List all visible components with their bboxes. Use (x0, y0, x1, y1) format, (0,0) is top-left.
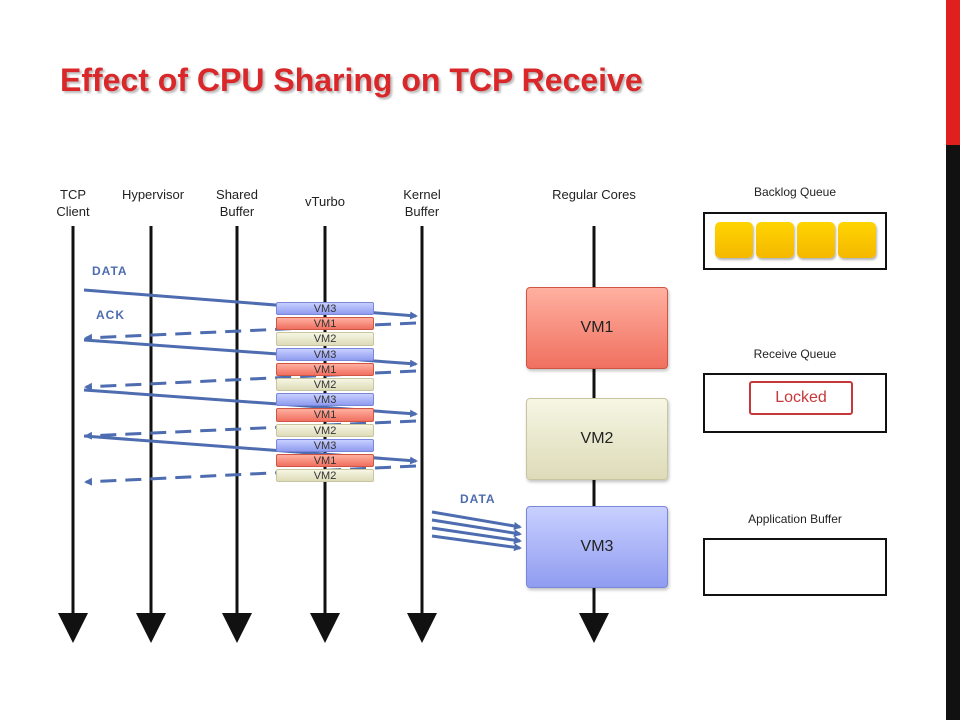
slide-title: Effect of CPU Sharing on TCP Receive (60, 62, 643, 98)
backlog-slot (838, 222, 876, 258)
data-label-burst: DATA (460, 492, 496, 506)
burst-arrow-3 (431, 526, 522, 545)
receive-queue: Locked (703, 373, 887, 433)
stack-item-vm2: VM2 (276, 377, 374, 392)
stack-item-vm2: VM2 (276, 332, 374, 346)
core-vm1-box: VM1 (526, 287, 668, 369)
ack-arrow-4 (84, 464, 417, 486)
backlog-slot (715, 222, 753, 258)
stack-item-vm3: VM3 (276, 302, 374, 316)
ack-label: ACK (96, 308, 125, 322)
backlog-slot (756, 222, 794, 258)
stack-item-vm2: VM2 (276, 469, 374, 483)
application-buffer-label: Application Buffer (748, 512, 842, 526)
stack-item-vm1: VM1 (276, 453, 374, 468)
stack-item-vm1: VM1 (276, 408, 374, 422)
vturbo-vm-stack: VM3 VM1 VM2 VM3 VM1 VM2 VM3 VM1 VM2 VM3 … (276, 302, 374, 484)
label-hypervisor: Hypervisor (121, 187, 185, 202)
right-edge-accent (946, 0, 960, 145)
locked-badge: Locked (749, 381, 853, 415)
burst-arrow-4 (431, 534, 522, 552)
stack-item-vm3: VM3 (276, 438, 374, 452)
label-regular-cores: Regular Cores (552, 187, 636, 202)
receive-queue-label: Receive Queue (753, 347, 837, 361)
burst-arrow-2 (431, 518, 522, 538)
burst-arrow-1 (431, 510, 522, 530)
stack-item-vm3: VM3 (276, 393, 374, 407)
core-vm2-box: VM2 (526, 398, 668, 480)
backlog-queue-label: Backlog Queue (753, 185, 837, 199)
stack-item-vm3: VM3 (276, 347, 374, 361)
stack-item-vm1: VM1 (276, 362, 374, 376)
label-vturbo: vTurbo (305, 194, 345, 209)
application-buffer (703, 538, 887, 596)
stack-item-vm1: VM1 (276, 317, 374, 331)
right-edge-bar (946, 0, 960, 720)
data-label: DATA (92, 264, 128, 278)
backlog-queue (703, 212, 887, 270)
core-vm3-box: VM3 (526, 506, 668, 588)
stack-item-vm2: VM2 (276, 423, 374, 437)
backlog-slot (797, 222, 835, 258)
